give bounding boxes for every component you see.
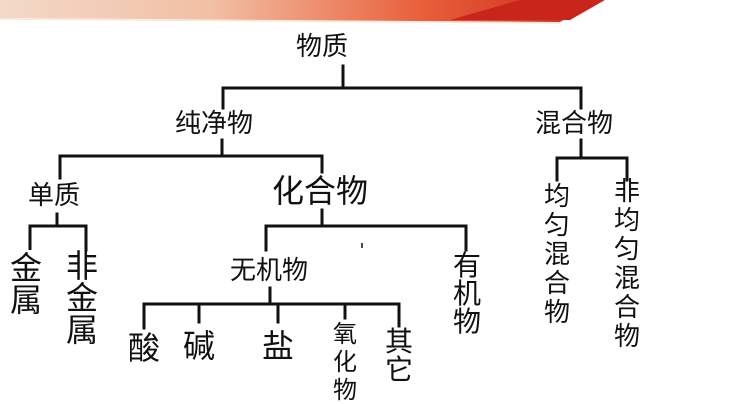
node-root-matter: 物质 (296, 32, 349, 62)
node-heterogeneous-mixture: 非均匀混合物 (614, 177, 641, 352)
node-compound: 化合物 (272, 172, 369, 210)
node-element: 单质 (28, 181, 81, 211)
node-homogeneous-mixture: 均匀混合物 (544, 182, 571, 328)
node-inorganic: 无机物 (230, 256, 309, 286)
node-other: 其它 (385, 325, 414, 386)
node-base: 碱 (183, 327, 216, 365)
node-mixture: 混合物 (535, 109, 614, 139)
top-decorative-banner (0, 0, 605, 24)
node-oxide: 氧化物 (333, 320, 357, 404)
node-pure-substance: 纯净物 (175, 109, 254, 139)
node-salt: 盐 (262, 327, 295, 365)
node-nonmetal: 非金属 (66, 247, 99, 349)
node-acid: 酸 (128, 329, 161, 367)
node-organic: 有机物 (453, 249, 482, 338)
node-metal: 金属 (10, 249, 43, 319)
